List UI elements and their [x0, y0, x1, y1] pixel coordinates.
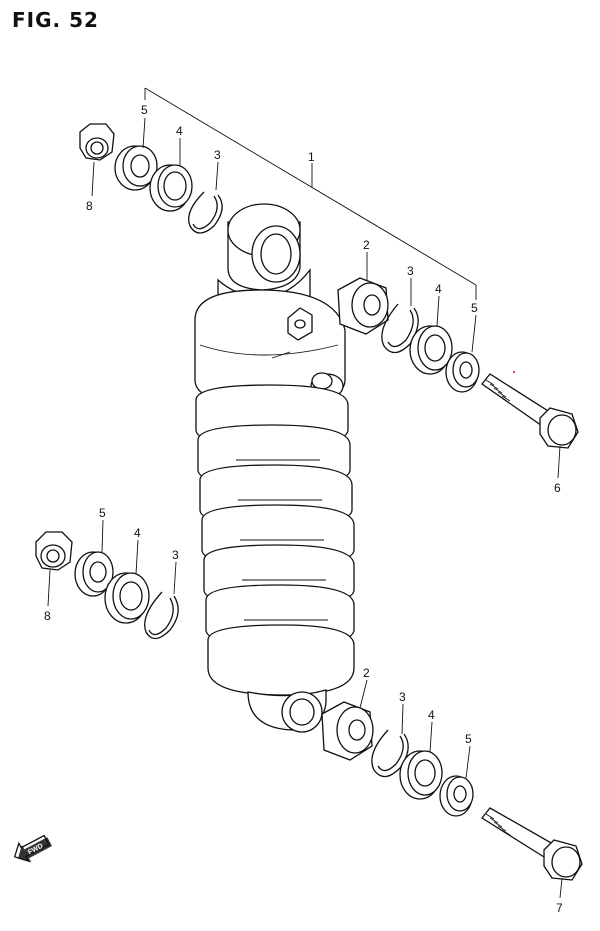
callout-4-lower-left: 4 — [134, 526, 141, 540]
figure-title: FIG. 52 — [12, 8, 99, 32]
circlip-3-lower-right — [371, 729, 409, 778]
coil-spring — [195, 384, 355, 696]
callout-2-upper-right: 2 — [363, 238, 370, 252]
callout-6: 6 — [554, 481, 561, 495]
washer-5-lower-right — [439, 775, 474, 817]
callout-1: 1 — [308, 150, 315, 164]
callout-2-lower-right: 2 — [363, 666, 370, 680]
callout-7: 7 — [556, 901, 563, 915]
callout-4-upper-left: 4 — [176, 124, 183, 138]
bolt-7 — [481, 807, 583, 881]
washer-5-upper-left — [114, 145, 158, 191]
callout-3-upper-left: 3 — [214, 148, 221, 162]
oil-seal-4-upper-left — [149, 164, 193, 212]
callout-8-upper-left: 8 — [86, 199, 93, 213]
callout-8-lower-left: 8 — [44, 609, 51, 623]
bolt-6 — [481, 373, 579, 449]
oil-seal-4-lower-right — [399, 750, 443, 800]
washer-5-upper-right — [445, 351, 480, 393]
callout-4-lower-right: 4 — [428, 708, 435, 722]
circlip-3-lower-left — [144, 591, 179, 640]
circlip-3-upper-right — [381, 303, 419, 354]
forward-arrow-icon: FWD — [13, 834, 53, 863]
bushing-2-lower-right — [321, 701, 374, 761]
callout-3-upper-right: 3 — [407, 264, 414, 278]
bushing-2-upper-right — [337, 277, 389, 335]
callout-5-upper-left: 5 — [141, 103, 148, 117]
callout-labels: 1 5 4 3 8 2 3 4 5 6 5 4 3 8 2 3 4 5 7 — [44, 103, 563, 915]
callout-5-lower-left: 5 — [99, 506, 106, 520]
circlip-3-upper-left — [187, 191, 223, 234]
shock-absorber — [194, 203, 355, 733]
callout-3-lower-left: 3 — [172, 548, 179, 562]
washer-5-lower-left — [74, 551, 114, 597]
callout-5-upper-right: 5 — [471, 301, 478, 315]
callout-3-lower-right: 3 — [399, 690, 406, 704]
callout-5-lower-right: 5 — [465, 732, 472, 746]
assembly-bracket — [144, 87, 477, 300]
nut-lower-left — [35, 531, 73, 571]
callout-4-upper-right: 4 — [435, 282, 442, 296]
oil-seal-4-lower-left — [104, 572, 150, 624]
nut-upper-left — [79, 123, 115, 161]
oil-seal-4-upper-right — [409, 325, 453, 375]
leader-lines — [47, 117, 563, 899]
